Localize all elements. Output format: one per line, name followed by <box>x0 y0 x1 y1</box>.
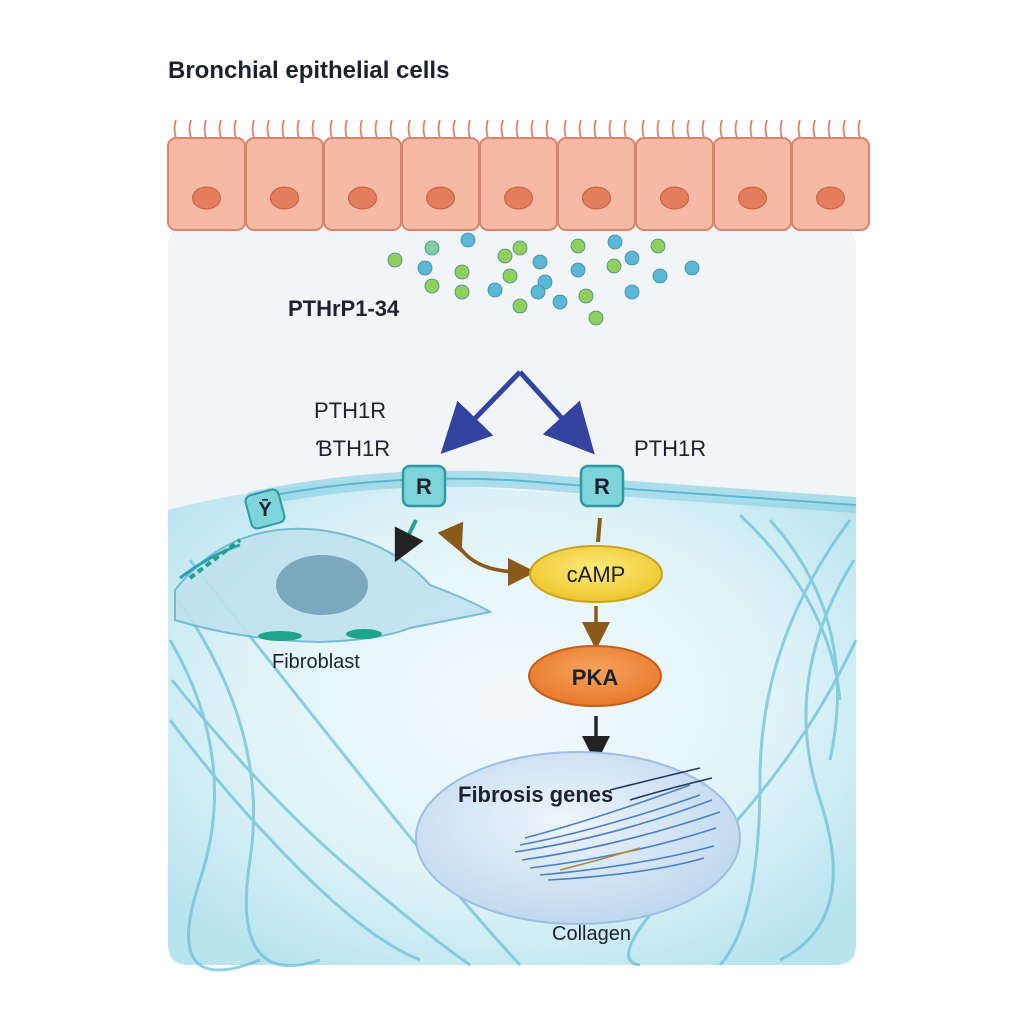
ligand-particle <box>454 284 470 300</box>
ligand-arrow-right <box>518 370 595 455</box>
ligand-particle <box>684 260 700 276</box>
fibroblast-cell <box>174 527 493 644</box>
fibroblast-label: Fibroblast <box>272 651 360 673</box>
ligand-arrow-left <box>440 370 522 454</box>
receptor-to-camp-arrow <box>596 517 602 543</box>
ligand-particle <box>417 260 433 276</box>
collagen-label: Collagen <box>552 923 631 945</box>
ligand-particle <box>487 282 503 298</box>
ligand-label: PTHrP1-34 <box>288 296 400 321</box>
ligand-particle <box>606 258 622 274</box>
epithelial-cell <box>635 119 714 231</box>
ligand-particle <box>532 254 548 270</box>
ligand-particle <box>570 262 586 278</box>
diagram-title: Bronchial epithelial cells <box>168 57 449 84</box>
svg-text:PKA: PKA <box>572 665 619 690</box>
ligand-particle <box>497 248 513 264</box>
ligand-particle <box>588 310 604 326</box>
ligand-particle <box>502 268 518 284</box>
svg-text:R: R <box>594 474 610 499</box>
epithelial-nucleus <box>192 186 221 210</box>
epithelial-nucleus <box>426 186 455 210</box>
epithelial-cell <box>167 119 246 231</box>
svg-text:R: R <box>416 474 432 499</box>
epithelial-nucleus <box>816 186 845 210</box>
ligand-particle <box>530 284 546 300</box>
epithelial-cell <box>323 119 402 231</box>
epithelial-cell <box>713 119 792 231</box>
epithelial-nucleus <box>504 186 533 210</box>
svg-text:cAMP: cAMP <box>567 562 626 587</box>
receptor-label-left-top: PTH1R <box>314 398 386 423</box>
ligand-particle <box>624 250 640 266</box>
svg-text:Ȳ: Ȳ <box>258 499 272 521</box>
ligand-particle <box>570 238 586 254</box>
fibroblast-nucleus <box>276 555 368 615</box>
receptor-label-right: PTH1R <box>634 436 706 461</box>
epithelial-cell <box>557 119 636 231</box>
ligand-particle <box>578 288 594 304</box>
camp-node: cAMP <box>529 545 663 603</box>
epithelial-layer <box>167 119 870 231</box>
epithelial-nucleus <box>270 186 299 210</box>
epithelial-cell <box>401 119 480 231</box>
ligand-particle <box>624 284 640 300</box>
receptor-right: R <box>579 464 625 508</box>
ligand-particle <box>552 294 568 310</box>
ligand-particle <box>460 232 476 248</box>
epithelial-nucleus <box>348 186 377 210</box>
epithelial-nucleus <box>738 186 767 210</box>
left-receptor-arrow <box>394 519 424 563</box>
receptor-far-left: Ȳ <box>244 488 286 530</box>
ligand-particle <box>650 238 666 254</box>
ligand-particle <box>512 240 528 256</box>
ligand-particle <box>387 252 403 268</box>
ligand-particles <box>387 232 700 326</box>
epithelial-nucleus <box>660 186 689 210</box>
epithelial-cell <box>479 119 558 231</box>
ligand-particle <box>424 240 440 256</box>
collagen-bundle <box>514 767 721 881</box>
receptor-label-left-bottom: ƁTH1R <box>316 436 390 461</box>
ligand-particle <box>512 298 528 314</box>
fibrosis-genes-label: Fibrosis genes <box>458 782 613 807</box>
ligand-particle <box>454 264 470 280</box>
epithelial-nucleus <box>582 186 611 210</box>
ligand-particle <box>607 234 623 250</box>
receptor-left: R <box>401 464 447 508</box>
epithelial-cell <box>791 119 870 231</box>
ligand-particle <box>424 278 440 294</box>
nucleus-oval <box>415 751 741 925</box>
pka-node: PKA <box>528 645 662 707</box>
ligand-particle <box>652 268 668 284</box>
epithelial-cell <box>245 119 324 231</box>
small-receptor-arrows <box>188 538 242 580</box>
feedback-arrow <box>437 521 536 586</box>
